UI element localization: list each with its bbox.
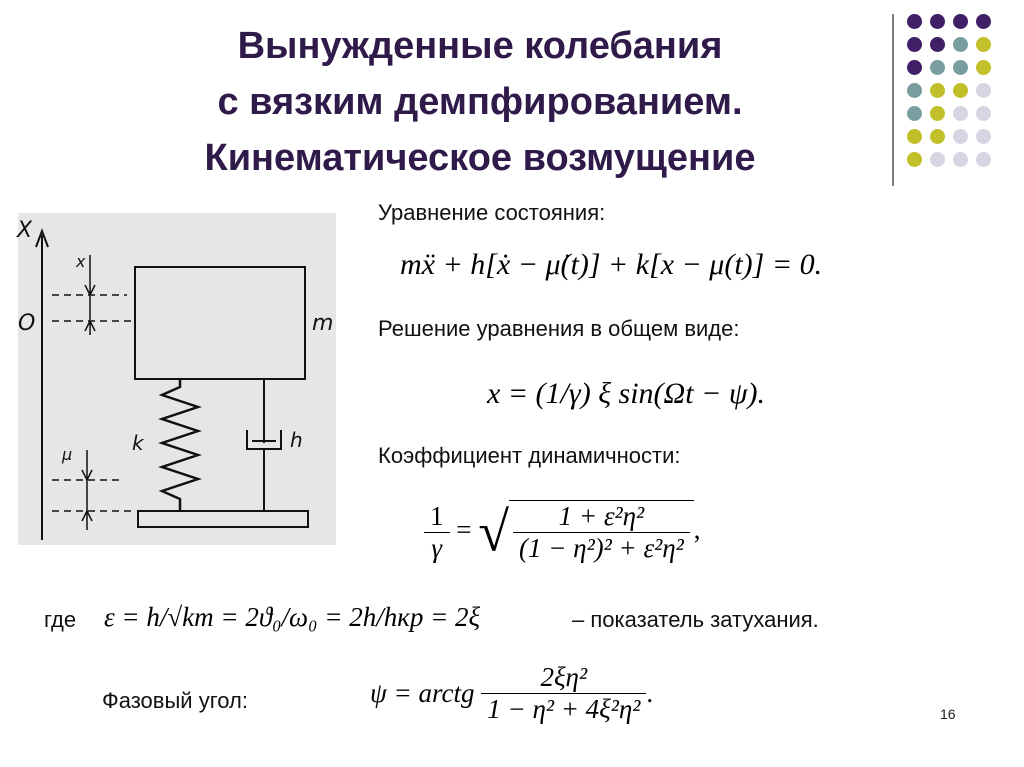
decorative-dot xyxy=(953,37,968,52)
decorative-dot xyxy=(953,60,968,75)
general-solution-formula: x = (1/γ) ξ sin(Ωt − ψ). xyxy=(487,377,765,411)
moving-base xyxy=(137,510,309,528)
title-line-2: с вязким демпфированием. xyxy=(217,81,743,123)
decorative-dot xyxy=(976,14,991,29)
x-displacement-arrow-down xyxy=(84,284,96,297)
decorative-dot xyxy=(930,152,945,167)
damping-formula: ε = h/√km = 2ϑ₀/ω₀ = 2h/hкр = 2ξ xyxy=(104,602,480,633)
decorative-dot xyxy=(953,106,968,121)
decorative-dot xyxy=(976,129,991,144)
spring xyxy=(158,379,202,511)
dynamic-coefficient-formula: 1 γ = √ 1 + ε²η² (1 − η²)² + ε²η² , xyxy=(424,500,700,565)
decorative-dot xyxy=(907,129,922,144)
dynamic-coefficient-label: Коэффициент динамичности: xyxy=(378,443,681,468)
decorative-dot xyxy=(907,37,922,52)
lhs-numerator: 1 xyxy=(424,501,450,533)
phase-angle-numerator: 2ξη² xyxy=(481,662,647,694)
mass-block xyxy=(134,266,306,380)
decorative-divider xyxy=(892,14,894,186)
decorative-dot xyxy=(930,60,945,75)
decorative-dot xyxy=(930,37,945,52)
x-displacement-label: x xyxy=(75,252,86,271)
state-equation-formula: mẍ + h[ẋ − μ̇(t)] + k[x − μ(t)] = 0. xyxy=(400,248,822,282)
decorative-dot xyxy=(953,152,968,167)
mass-label: m xyxy=(312,311,333,336)
rhs-fraction: 1 + ε²η² (1 − η²)² + ε²η² xyxy=(512,501,690,564)
x-axis-arrow xyxy=(35,228,49,248)
decorative-dot xyxy=(907,60,922,75)
decorative-dot xyxy=(907,83,922,98)
general-solution-text: x = (1/γ) ξ sin(Ωt − ψ). xyxy=(487,377,765,410)
phase-angle-label: Фазовый угол: xyxy=(102,688,248,713)
phase-angle-fraction: 2ξη² 1 − η² + 4ξ²η² xyxy=(481,662,647,725)
decorative-dot xyxy=(953,14,968,29)
damper-label: h xyxy=(290,428,303,452)
title-line-1: Вынужденные колебания xyxy=(237,25,723,67)
general-solution-label: Решение уравнения в общем виде: xyxy=(378,316,740,341)
title-line-3: Кинематическое возмущение xyxy=(204,137,756,179)
decorative-dot xyxy=(953,129,968,144)
spring-damper-diagram: X O x m k h μ xyxy=(16,213,336,545)
phase-angle-formula: ψ = arctg 2ξη² 1 − η² + 4ξ²η² . xyxy=(370,662,653,725)
decorative-dot xyxy=(907,14,922,29)
phase-angle-period: . xyxy=(646,678,654,708)
decorative-dot xyxy=(907,152,922,167)
spring-label: k xyxy=(132,431,145,455)
formula-comma: , xyxy=(693,514,701,545)
origin-label: O xyxy=(18,311,35,336)
mu-arrow-up xyxy=(81,509,93,522)
state-equation-text: mẍ + h[ẋ − μ̇(t)] + k[x − μ(t)] = 0. xyxy=(400,248,823,281)
damping-formula-text: ε = h/√km = 2ϑ₀/ω₀ = 2h/hкр = 2ξ xyxy=(104,602,481,632)
decorative-dot xyxy=(976,152,991,167)
phase-angle-denominator: 1 − η² + 4ξ²η² xyxy=(487,694,641,724)
decorative-dot xyxy=(930,129,945,144)
decorative-dot xyxy=(930,14,945,29)
lhs-denominator: γ xyxy=(431,533,443,563)
lhs-fraction: 1 γ xyxy=(424,501,450,564)
mu-label: μ xyxy=(61,445,72,464)
decorative-dot xyxy=(976,37,991,52)
phase-angle-lhs: ψ = arctg xyxy=(370,678,475,708)
rhs-denominator: (1 − η²)² + ε²η² xyxy=(518,533,684,563)
decorative-dot xyxy=(907,106,922,121)
decorative-dot xyxy=(930,83,945,98)
decorative-dot xyxy=(976,83,991,98)
x-displacement-arrow-up xyxy=(84,319,96,332)
where-label: где xyxy=(44,607,77,632)
x-axis-label: X xyxy=(16,218,33,243)
rhs-numerator: 1 + ε²η² xyxy=(512,501,690,533)
decorative-dot xyxy=(976,106,991,121)
decorative-dot xyxy=(976,60,991,75)
decorative-dot xyxy=(953,83,968,98)
mu-arrow-down xyxy=(81,469,93,482)
slide-title: Вынужденные колебания с вязким демпфиров… xyxy=(0,18,960,186)
state-equation-label: Уравнение состояния: xyxy=(378,200,606,225)
decorative-dot xyxy=(930,106,945,121)
radicand: 1 + ε²η² (1 − η²)² + ε²η² xyxy=(508,500,694,564)
radical-sign: √ xyxy=(478,501,509,564)
equals-sign: = xyxy=(456,514,472,545)
page-number: 16 xyxy=(940,706,956,722)
damping-description: – показатель затухания. xyxy=(572,607,819,632)
